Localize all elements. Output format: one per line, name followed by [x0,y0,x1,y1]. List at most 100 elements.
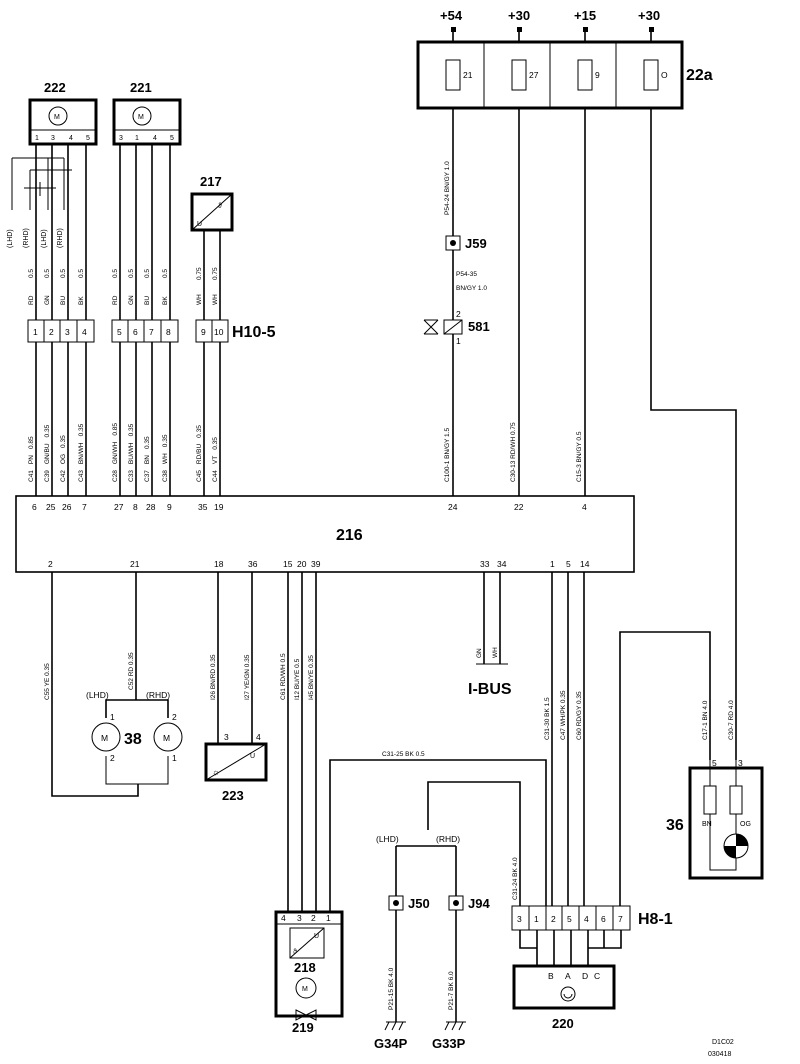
pin-label: 39 [311,559,321,569]
pin-label: 25 [46,502,56,512]
pin-label: 5 [170,135,174,142]
pin-label: 9 [167,502,172,512]
pin-label: 19 [214,502,224,512]
lhd-rhd-crossover: (LHD) (RHD) (LHD) (RHD) [7,157,72,248]
wire-code: C31-25 BK 0.5 [382,751,425,758]
wire-code: C39GN/BU0.35 [44,424,51,482]
wire-color: BU [60,296,67,305]
mirror-motor-221: 221 M 3 1 4 5 [112,80,182,146]
wire-size: 0.5 [60,269,67,278]
wire-color: GN [476,648,483,658]
wire-color: GN [128,295,135,305]
wire-size: 0.5 [128,269,135,278]
pin-label: 7 [149,327,154,337]
wire-color: BK [162,296,169,305]
component-j59-label: J59 [465,236,487,251]
wire-code: C15-3 BN/GY 0.5 [576,431,583,482]
actuator-220: B A D C 220 [512,964,616,1031]
wire-code: C30-7 RD 4.0 [728,700,735,740]
fan-icon [295,1009,317,1021]
wire-color: RD [28,295,35,305]
pin-label: 4 [281,913,286,923]
component-g34p-label: G34P [374,1036,408,1051]
h8-1-wiring: C31-30 BK 1.5 C47 WH/PK 0.35 C60 RD/GY 0… [376,572,735,906]
pin-label: 1 [135,135,139,142]
motor-symbol: M [101,733,108,743]
motor-symbol: M [138,114,144,121]
wire-code: C38WH0.35 [162,434,169,482]
motor-38-wiring: C55 YE 0.35 C52 RD 0.35 (LHD) (RHD) M M … [44,572,183,797]
wire-code: C17-1 BN 4.0 [702,700,709,740]
sun-sensor-223: I26 BN/RD 0.35 I27 YE/GN 0.35 3 4 U ☼ 22… [204,572,268,803]
wire-color: WH [212,294,219,305]
pin-label: B [548,971,554,981]
pin-label: 3 [738,758,743,768]
motor-38-rhd [153,722,183,752]
pin-label: 5 [712,758,717,768]
component-581: 2 1 581 [423,309,490,346]
pin-label: 10 [214,327,224,337]
pin-label: 24 [448,502,458,512]
wire-color: BU [144,296,151,305]
component-38-label: 38 [124,731,142,748]
connector-j59: J59 [445,235,487,251]
pin-label: 7 [618,914,623,924]
pin-label: 20 [297,559,307,569]
connector-h8-1-label: H8-1 [638,911,673,928]
fuse-label: 9 [595,70,600,80]
wire-color: BK [78,296,85,305]
mid-wire-labels: C41PN0.85 C39GN/BU0.35 C42OG0.35 C43BN/W… [28,423,219,482]
wire-code: C31-24 BK 4.0 [512,857,519,900]
fuse-label: 21 [463,70,473,80]
sensor-theta-symbol: ϑ [218,203,222,210]
blower-motor [295,977,317,999]
wire-code: I27 YE/GN 0.35 [244,654,251,700]
connector-h10-5: 1 2 3 4 5 6 7 8 9 10 H10-5 [27,319,276,343]
wire-code: P54-35 [456,271,477,278]
pin-label: 36 [248,559,258,569]
wire-size: 0.5 [144,269,151,278]
motor-symbol: M [54,114,60,121]
pin-label: 1 [172,753,177,763]
drawing-code: 030418 [708,1051,731,1058]
pin-label: 5 [86,135,90,142]
pin-label: 15 [283,559,293,569]
motor-symbol: M [302,986,308,993]
pin-label: 1 [326,913,331,923]
component-g33p-label: G33P [432,1036,466,1051]
wire-code: C100-1 BN/GY 1.5 [444,428,451,482]
fuse-27 [511,59,527,91]
wire-code: C45RD/BU0.35 [196,425,203,482]
supply-label: +30 [638,8,660,23]
footer-codes: D1C02 030418 [708,1039,734,1058]
pin-label: 6 [32,502,37,512]
pin-label: D [582,971,588,981]
wire-size: 0.5 [44,269,51,278]
variant-label: (LHD) [41,229,48,248]
pin-label: 3 [119,135,123,142]
sensor-u-symbol: U [250,753,255,760]
supply-label: +15 [574,8,596,23]
fuse-21 [445,59,461,91]
wire-color: BN [702,821,712,828]
component-222-label: 222 [44,80,66,95]
variant-label: (RHD) [146,690,170,700]
mirror-motor-222: 222 M 1 3 4 5 [28,80,98,146]
pin-label: 27 [114,502,124,512]
pin-label: 4 [584,914,589,924]
wire-code: C44VT0.35 [212,437,219,482]
wire-code: BN/GY 1.0 [456,285,487,292]
pin-label: 3 [224,732,229,742]
power-wires: P54-24 BN/GY 1.0 P54-35 BN/GY 1.0 C100-1… [444,108,737,760]
wire-code: I26 BN/RD 0.35 [210,654,217,700]
wire-color: WH [196,294,203,305]
ibus: GN WH I-BUS [468,572,512,698]
component-j50-label: J50 [408,896,430,911]
pin-label: 4 [82,327,87,337]
pin-label: 4 [582,502,587,512]
fuse-label: 27 [529,70,539,80]
pin-label: 4 [69,135,73,142]
pin-label: 28 [146,502,156,512]
control-unit-216: 216 6 25 26 7 27 8 28 9 35 19 24 22 4 2 … [15,495,635,573]
